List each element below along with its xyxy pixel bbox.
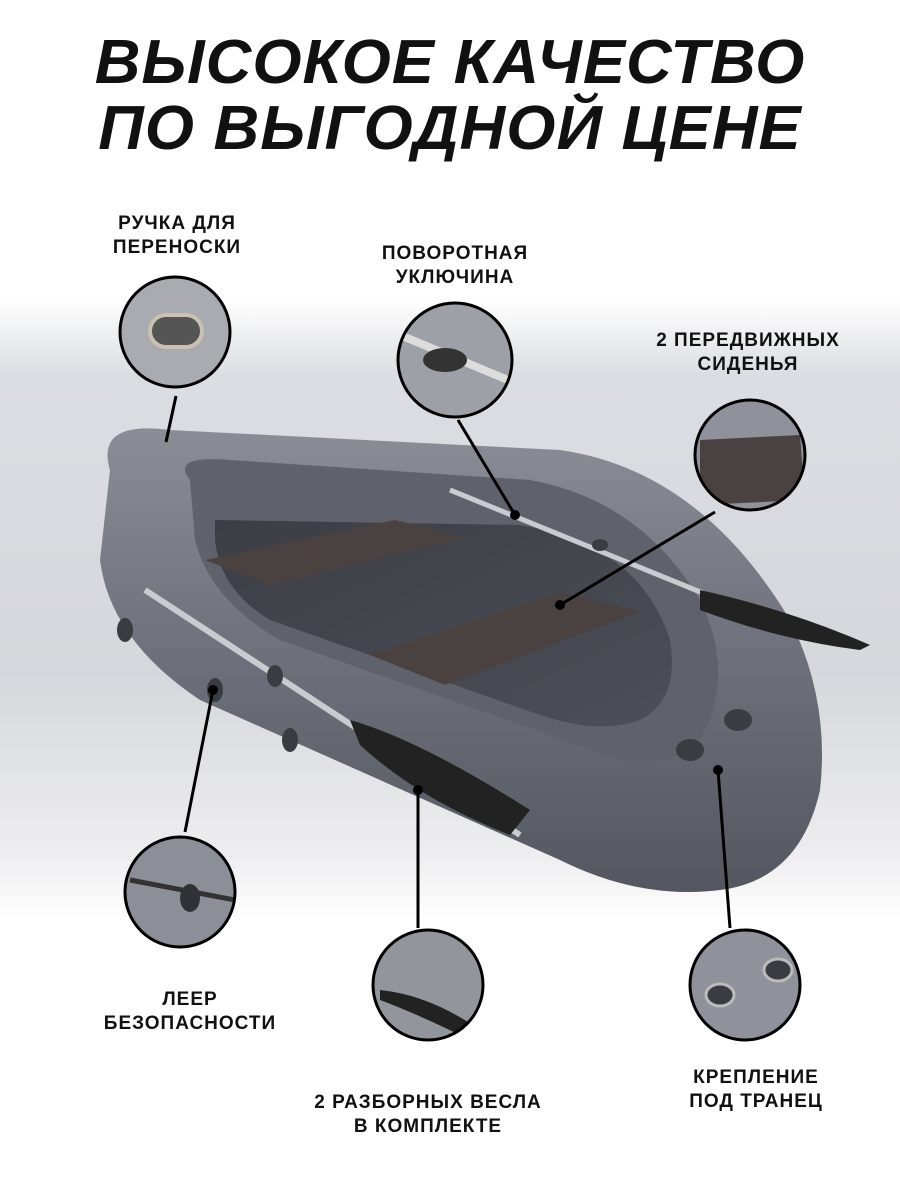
detail-seats bbox=[693, 398, 807, 512]
oar-left-blade bbox=[350, 720, 530, 835]
label-line: КРЕПЛЕНИЕ bbox=[693, 1067, 819, 1088]
seat-rear bbox=[205, 520, 465, 585]
leader-lines bbox=[164, 395, 732, 929]
label-line: РУЧКА ДЛЯ bbox=[118, 213, 236, 234]
detail-oars bbox=[371, 928, 485, 1042]
headline-line-2: ПО ВЫГОДНОЙ ЦЕНЕ bbox=[98, 94, 802, 163]
label-line: В КОМПЛЕКТЕ bbox=[353, 1116, 503, 1137]
label-line: 2 РАЗБОРНЫХ ВЕСЛА bbox=[314, 1092, 542, 1113]
label-line: ЛЕЕР bbox=[162, 989, 218, 1010]
oar-right-shaft bbox=[449, 487, 721, 603]
detail-lifeline bbox=[123, 835, 237, 949]
label-line: УКЛЮЧИНА bbox=[395, 267, 515, 288]
label-line: СИДЕНЬЯ bbox=[697, 354, 799, 375]
label-line: ПОВОРОТНАЯ bbox=[381, 243, 529, 264]
label-line: 2 ПЕРЕДВИЖНЫХ bbox=[656, 330, 840, 351]
detail-oarlock bbox=[396, 301, 514, 419]
headline-line-1: ВЫСОКОЕ КАЧЕСТВО bbox=[94, 28, 806, 97]
seat-front bbox=[370, 592, 640, 685]
detail-transom bbox=[688, 928, 802, 1042]
oar-right-blade bbox=[700, 590, 870, 650]
label-line: ПЕРЕНОСКИ bbox=[112, 237, 242, 258]
label-lifeline: ЛЕЕР БЕЗОПАСНОСТИ bbox=[104, 988, 276, 1036]
label-oarlock: ПОВОРОТНАЯ УКЛЮЧИНА bbox=[382, 242, 528, 290]
label-handle: РУЧКА ДЛЯ ПЕРЕНОСКИ bbox=[113, 212, 241, 260]
headline: ВЫСОКОЕ КАЧЕСТВО ПО ВЫГОДНОЙ ЦЕНЕ bbox=[0, 30, 900, 162]
label-seats: 2 ПЕРЕДВИЖНЫХ СИДЕНЬЯ bbox=[656, 329, 840, 377]
label-transom: КРЕПЛЕНИЕ ПОД ТРАНЕЦ bbox=[689, 1066, 823, 1114]
label-line: ПОД ТРАНЕЦ bbox=[689, 1091, 823, 1112]
detail-handle bbox=[118, 275, 232, 389]
boat bbox=[100, 428, 870, 892]
label-oars: 2 РАЗБОРНЫХ ВЕСЛА В КОМПЛЕКТЕ bbox=[314, 1091, 542, 1139]
label-line: БЕЗОПАСНОСТИ bbox=[103, 1013, 277, 1034]
